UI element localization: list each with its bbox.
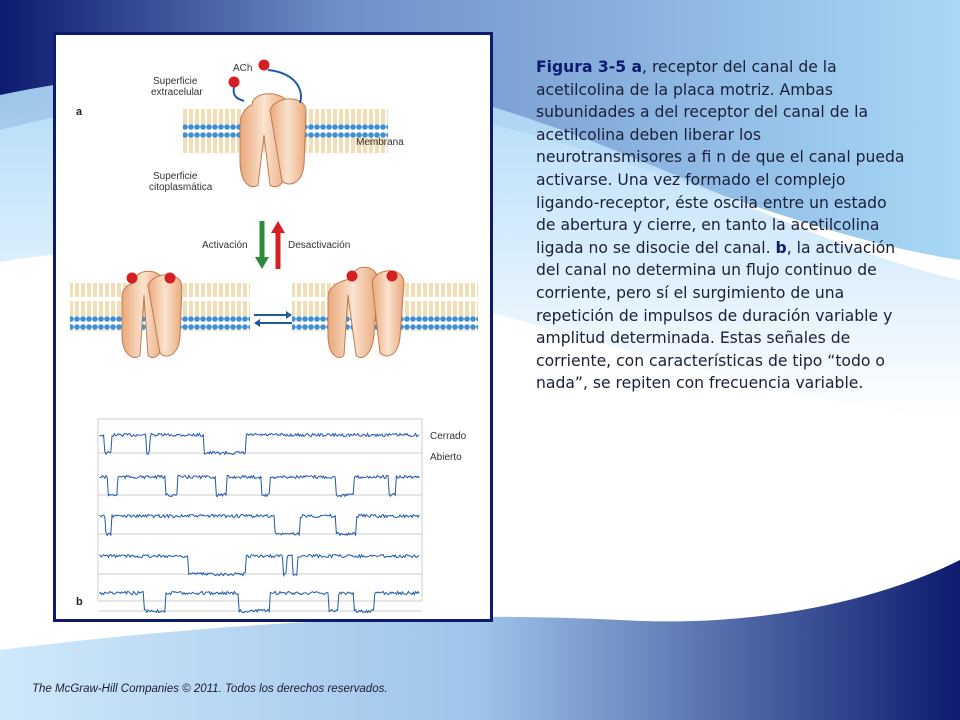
panel-b-label: b — [76, 596, 83, 608]
extracellular-label-2: extracelular — [151, 87, 203, 98]
ach-bound-1 — [126, 272, 138, 284]
closed-label: Cerrado — [430, 431, 467, 442]
current-traces — [97, 418, 423, 614]
caption-title: Figura 3-5 a — [536, 58, 643, 76]
current-trace-4 — [99, 553, 420, 578]
binding-arrow-2 — [267, 69, 302, 104]
receptor-channel-closed — [121, 270, 183, 358]
caption-text-2: , la activación del canal no determina u… — [536, 238, 896, 393]
extracellular-label-1: Superficie — [153, 76, 198, 87]
ach-molecule-2 — [258, 59, 270, 71]
figure-caption: Figura 3-5 a, receptor del canal de la a… — [536, 56, 906, 395]
copyright-footer: The McGraw-Hill Companies © 2011. Todos … — [32, 683, 388, 695]
caption-b-label: b — [775, 238, 787, 257]
receptor-channel-top — [239, 93, 307, 188]
open-label: Abierto — [430, 452, 462, 463]
figure-illustration: a ACh Superficie extracelular Membrana S… — [70, 59, 478, 614]
current-trace-1 — [99, 432, 420, 456]
binding-arrow-1 — [232, 86, 245, 102]
deactivation-label: Desactivación — [288, 240, 350, 251]
ach-bound-4 — [386, 270, 398, 282]
ach-label: ACh — [233, 63, 252, 74]
cytoplasmic-label-2: citoplasmática — [149, 182, 213, 193]
panel-a-label: a — [76, 106, 83, 118]
activation-label: Activación — [202, 240, 248, 251]
receptor-channel-open — [327, 266, 405, 358]
caption-text-1: , receptor del canal de la acetilcolina … — [536, 58, 905, 257]
ach-molecule-1 — [228, 76, 240, 88]
ach-bound-3 — [346, 270, 358, 282]
ach-bound-2 — [164, 272, 176, 284]
figure-panel: a ACh Superficie extracelular Membrana S… — [53, 32, 493, 622]
current-trace-3 — [99, 513, 420, 537]
current-trace-2 — [99, 474, 420, 498]
cytoplasmic-label-1: Superficie — [153, 171, 198, 182]
current-trace-5 — [99, 590, 420, 614]
membrane-label: Membrana — [356, 137, 404, 148]
